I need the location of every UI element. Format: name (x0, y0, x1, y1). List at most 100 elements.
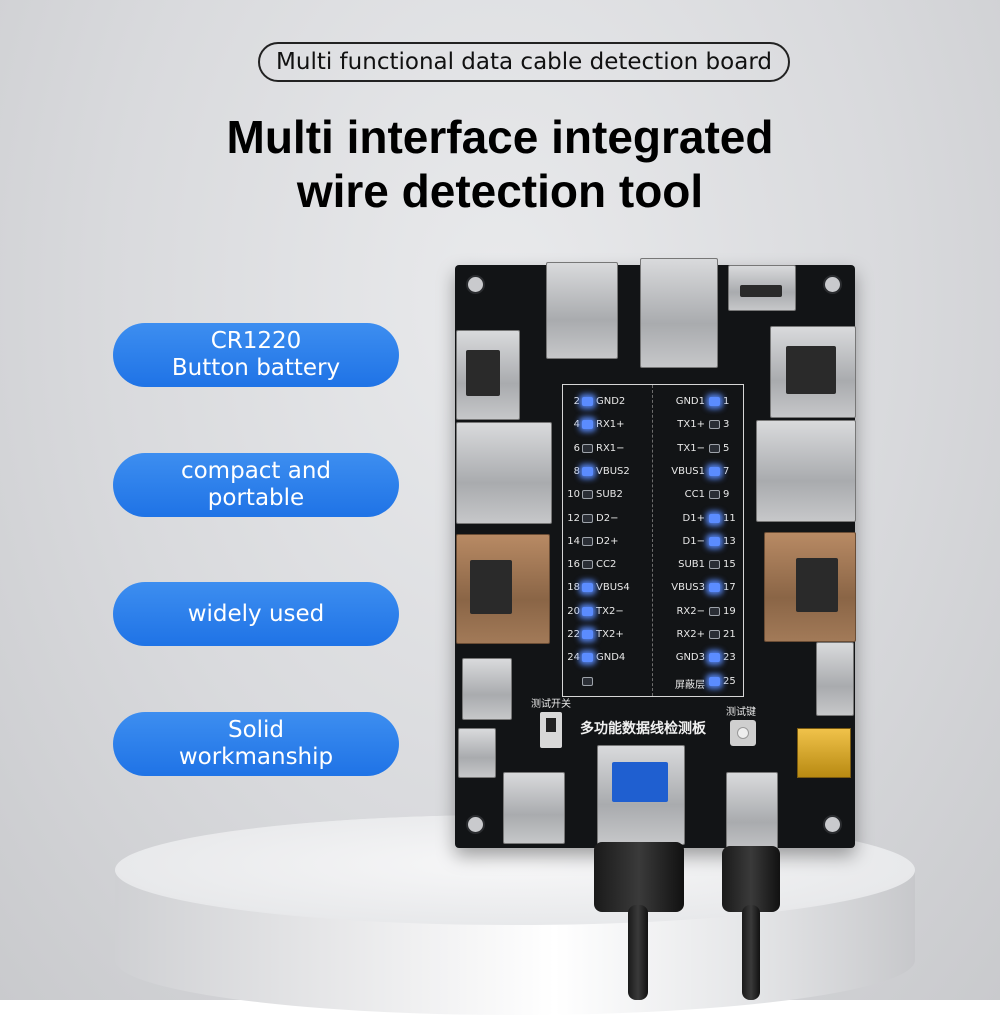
led-indicator-right (709, 490, 720, 500)
mount-hole (823, 815, 842, 834)
pin-name-left: TX2− (596, 605, 624, 617)
mini-usb-port (797, 728, 851, 778)
subtitle-pill: Multi functional data cable detection bo… (258, 42, 790, 82)
test-button[interactable] (730, 720, 756, 746)
usb-a-cable-head (594, 842, 684, 912)
usb-a-port-bottom-left (503, 772, 565, 844)
led-indicator-right (709, 513, 720, 523)
feature-line: workmanship (178, 744, 334, 770)
pin-name-right: GND3 (675, 652, 705, 664)
feature-line: Solid (227, 717, 285, 743)
pin-number-left: 14 (567, 535, 580, 547)
led-indicator-right (709, 420, 720, 430)
led-indicator-left (582, 653, 593, 663)
pin-name-left: D2− (596, 512, 619, 524)
led-indicator-left (582, 490, 593, 500)
pin-name-right: VBUS3 (671, 582, 705, 594)
feature-compact: compact and portable (113, 453, 399, 517)
pin-number-right: 1 (723, 396, 730, 407)
feature-widely-used: widely used (113, 582, 399, 646)
feature-workmanship: Solid workmanship (113, 712, 399, 776)
led-indicator-left (582, 513, 593, 523)
feature-battery: CR1220 Button battery (113, 323, 399, 387)
led-indicator-left (582, 397, 593, 406)
led-indicator-left (582, 606, 593, 616)
pin-name-right: RX2+ (676, 629, 705, 640)
pin-name-right: GND1 (675, 396, 705, 407)
pin-number-right: 3 (723, 419, 730, 431)
pin-number-right: 5 (723, 442, 730, 454)
pin-number-left: 16 (567, 559, 580, 571)
led-indicator-right (709, 583, 720, 593)
pin-number-left: 22 (567, 629, 580, 640)
port-opening (786, 346, 836, 394)
mount-hole (466, 275, 485, 294)
button-label: 测试键 (726, 707, 756, 718)
port-opening (740, 285, 782, 297)
pin-name-left: VBUS2 (596, 465, 630, 477)
pin-name-left: VBUS4 (596, 582, 630, 594)
pin-number-left: 24 (567, 652, 580, 664)
led-indicator-left (582, 466, 593, 476)
pin-name-right: RX2− (676, 605, 705, 617)
pin-name-left: GND2 (596, 396, 626, 407)
pin-name-left: RX1+ (596, 419, 625, 431)
switch-label: 测试开关 (531, 699, 571, 710)
led-indicator-left (582, 420, 593, 430)
led-indicator-right (709, 466, 720, 476)
port-opening (466, 350, 500, 396)
pin-name-left: TX2+ (596, 629, 624, 640)
pin-name-right: TX1+ (677, 419, 705, 431)
led-indicator-left (582, 560, 593, 570)
pin-number-right: 21 (723, 629, 736, 640)
usb-a-cable (628, 905, 648, 1000)
feature-line: widely used (187, 600, 325, 627)
usb-b-port (546, 262, 618, 359)
led-indicator-right (709, 536, 720, 546)
led-indicator-right (709, 397, 720, 406)
pin-number-right: 11 (723, 512, 736, 524)
pin-name-left: GND4 (596, 652, 626, 664)
usb-c-cable (742, 905, 760, 1000)
led-indicator-left (582, 443, 593, 453)
pin-row: 屏蔽层 25 (563, 671, 743, 693)
pin-number-right: 19 (723, 605, 736, 617)
led-indicator-left (582, 676, 593, 686)
pin-name-left: CC2 (596, 559, 617, 571)
usb-a-plug-tongue (612, 762, 668, 802)
led-indicator-right (709, 443, 720, 453)
pin-row: 22 TX2+ RX2+ 21 (563, 624, 743, 646)
pin-number-left: 20 (567, 605, 580, 617)
pin-number-left: 2 (573, 396, 580, 407)
pin-name-left: RX1− (596, 442, 625, 454)
pin-number-left: 18 (567, 582, 580, 594)
usb-c-plug (726, 772, 778, 856)
feature-line: compact and (180, 458, 332, 484)
micro-usb-port-left (458, 728, 496, 778)
pin-name-left: SUB2 (596, 489, 623, 501)
pin-number-right: 17 (723, 582, 736, 594)
pin-row: 20 TX2− RX2− 19 (563, 601, 743, 623)
pin-name-right: VBUS1 (671, 465, 705, 477)
board-title: 多功能数据线检测板 (580, 721, 706, 737)
pin-number-right: 7 (723, 465, 730, 477)
micro-usb-port-right (816, 642, 854, 716)
pin-number-right: 25 (723, 675, 736, 687)
led-indicator-right (709, 653, 720, 663)
pin-number-left: 12 (567, 512, 580, 524)
pin-name-left: D2+ (596, 535, 619, 547)
pin-number-right: 15 (723, 559, 736, 571)
led-indicator-right (709, 560, 720, 570)
feature-line: CR1220 (210, 328, 302, 354)
test-switch[interactable] (540, 712, 562, 748)
led-indicator-left (582, 630, 593, 639)
pin-name-right: 屏蔽层 (675, 679, 705, 691)
pin-row: 18 VBUS4 VBUS3 17 (563, 577, 743, 599)
pin-name-right: CC1 (684, 489, 705, 501)
